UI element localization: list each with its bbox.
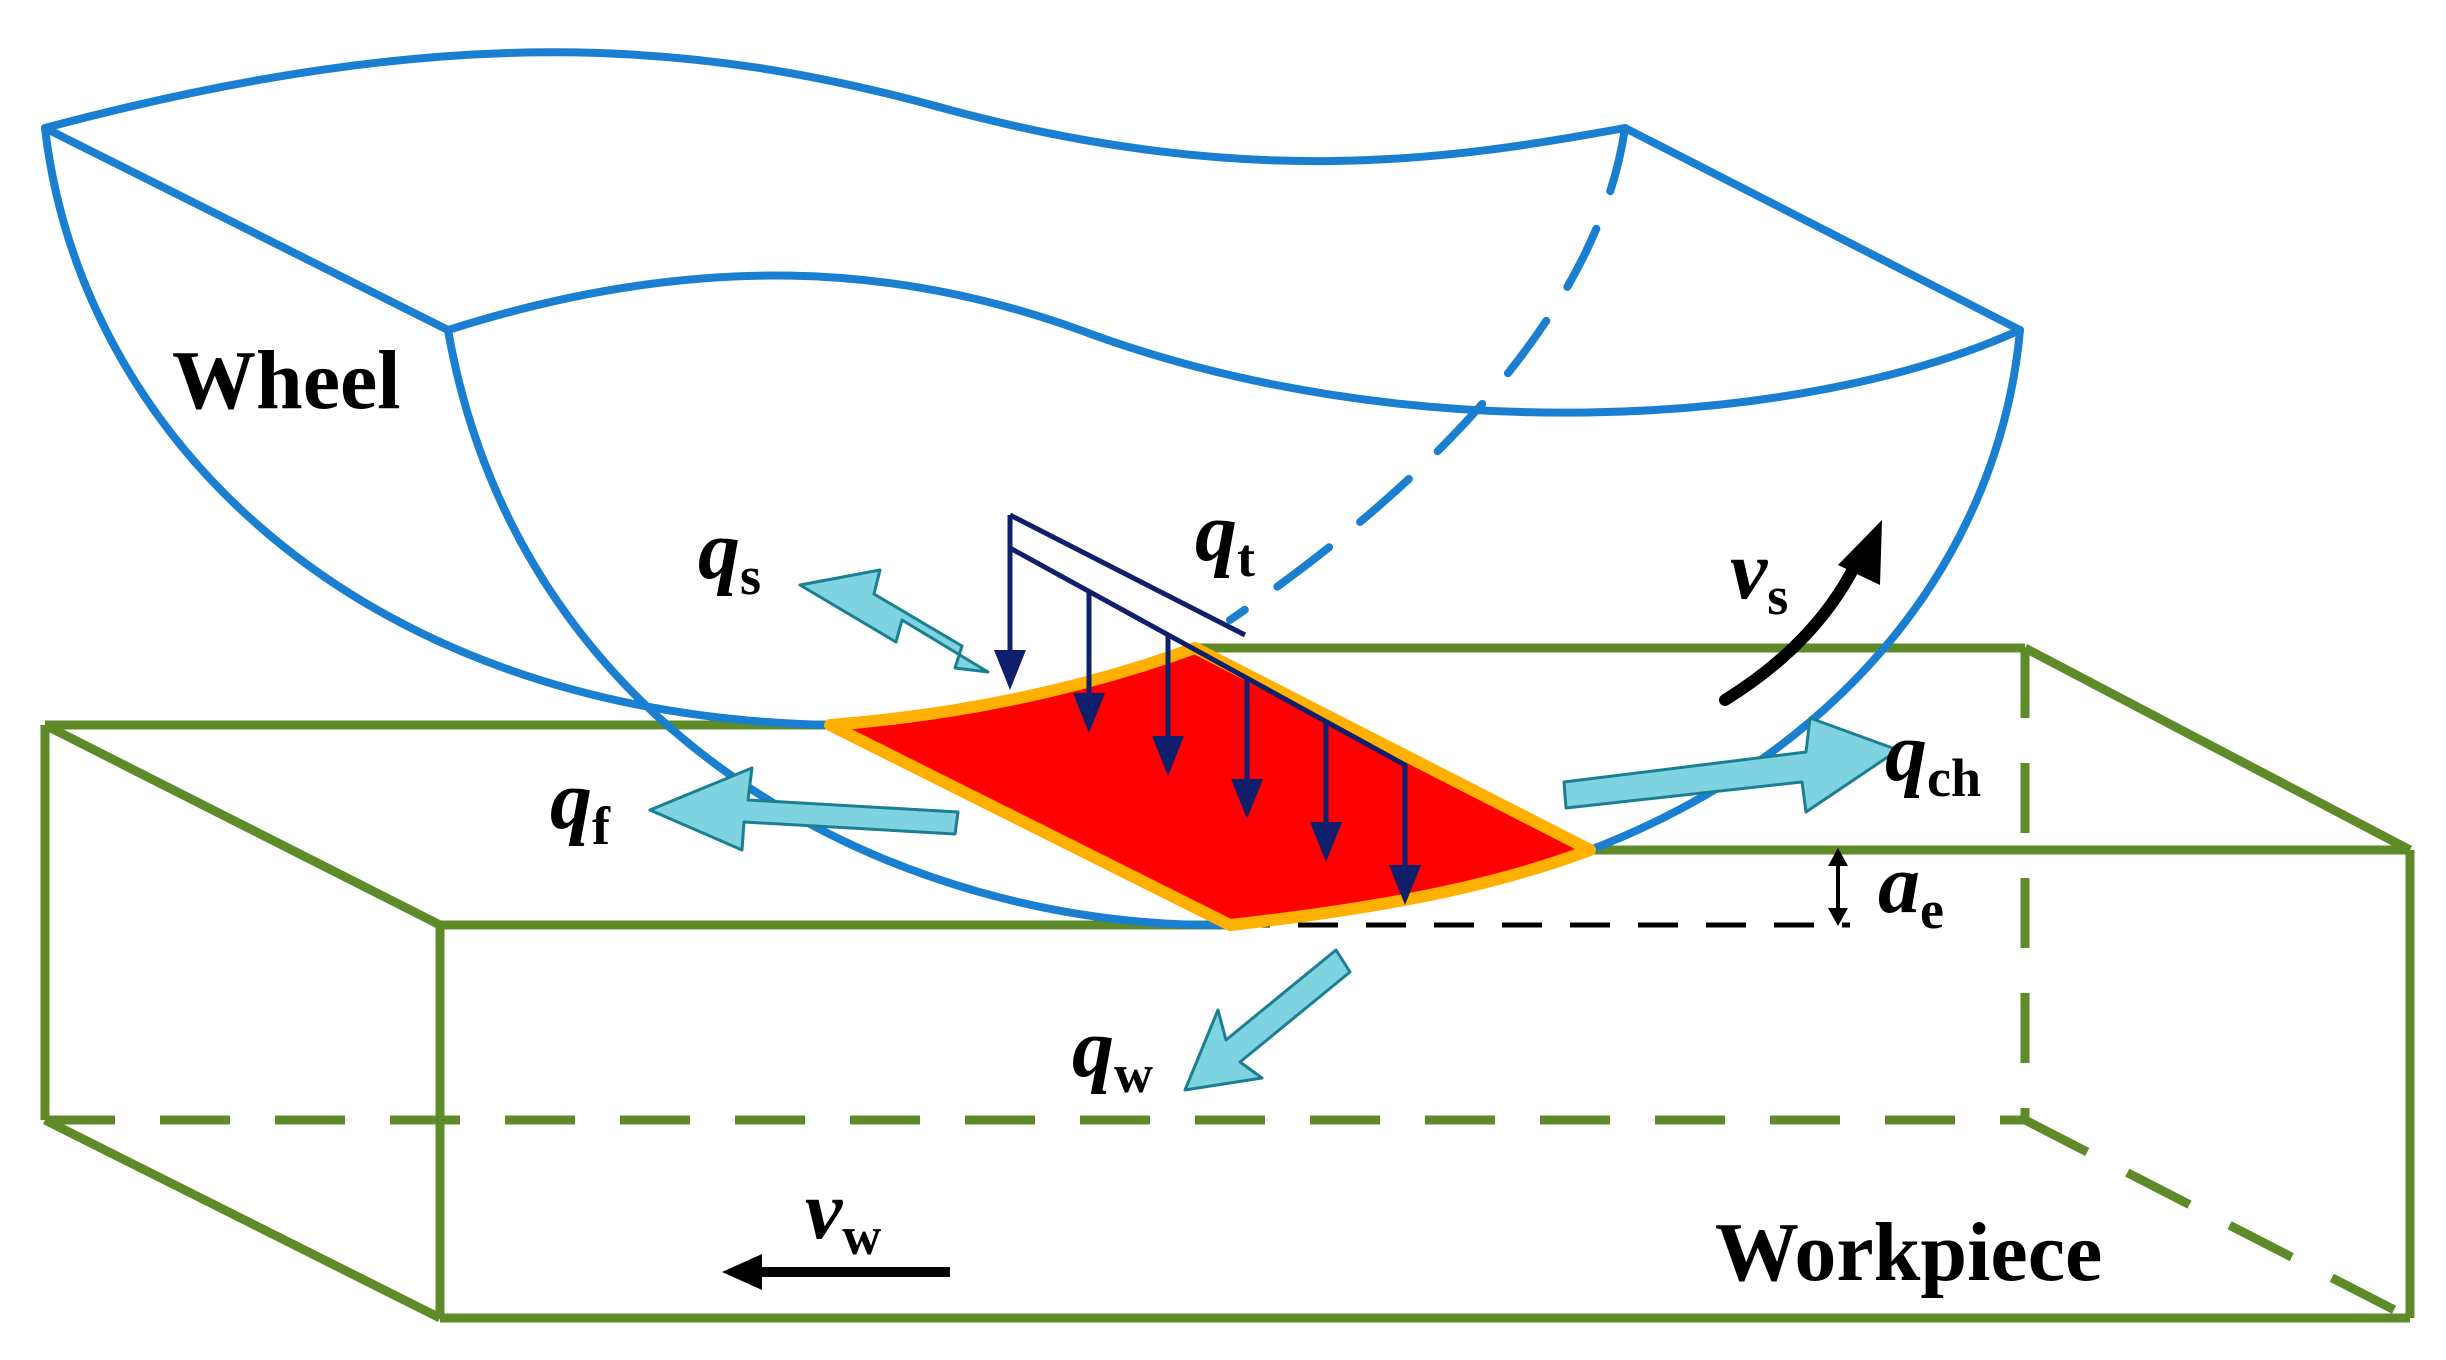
label-q-f: qf xyxy=(550,754,611,856)
workpiece-edge xyxy=(42,720,443,930)
label-q-ch: qch xyxy=(1885,706,1981,808)
label-q-w: qw xyxy=(1072,1002,1153,1104)
contact-zone xyxy=(824,642,1596,931)
label-q-s: qs xyxy=(698,504,761,606)
heat-arrow-qch xyxy=(1562,716,1900,814)
heat-flux-arrow-head xyxy=(1152,736,1184,776)
heat-arrow-qw xyxy=(1183,948,1352,1092)
heat-flux-arrow-head xyxy=(1231,779,1263,819)
wheel-rim-middle xyxy=(444,271,2024,417)
label-a-e: ae xyxy=(1878,838,1944,940)
workpiece-speed-arrow xyxy=(722,1254,950,1290)
wheel-outer-curve xyxy=(41,124,834,729)
workpiece-hidden-edge xyxy=(2022,1115,2413,1323)
workpiece-label: Workpiece xyxy=(1715,1206,2102,1299)
wheel-outline xyxy=(41,48,2024,930)
wheel-edge xyxy=(41,124,452,334)
wheel-hidden-curve xyxy=(1226,124,1629,624)
heat-flux-arrow-head xyxy=(1310,822,1342,862)
heat-flux-arrow-head xyxy=(994,650,1026,690)
heat-arrow-qs xyxy=(798,568,990,674)
label-v-s: vs xyxy=(1730,524,1788,626)
wheel-edge xyxy=(1621,124,2024,334)
heat-flux-top-line xyxy=(1008,512,1247,638)
heat-flux-arrow-head xyxy=(1073,693,1105,733)
heat-arrow-qf xyxy=(648,766,960,852)
label-q-t: qt xyxy=(1195,486,1255,588)
heat-flux-arrow-head xyxy=(1389,865,1421,905)
workpiece-edge xyxy=(42,1115,443,1323)
wheel-right-curve xyxy=(1586,326,2024,854)
heat-flux-arrow-group xyxy=(994,548,1421,905)
workpiece-edge xyxy=(2022,644,2413,854)
wheel-speed-arrow xyxy=(1719,520,1882,706)
wheel-rim-top xyxy=(41,48,1629,166)
label-v-w: vw xyxy=(805,1164,881,1266)
depth-of-cut-arrow xyxy=(1828,848,1848,926)
wheel-label: Wheel xyxy=(172,334,401,427)
